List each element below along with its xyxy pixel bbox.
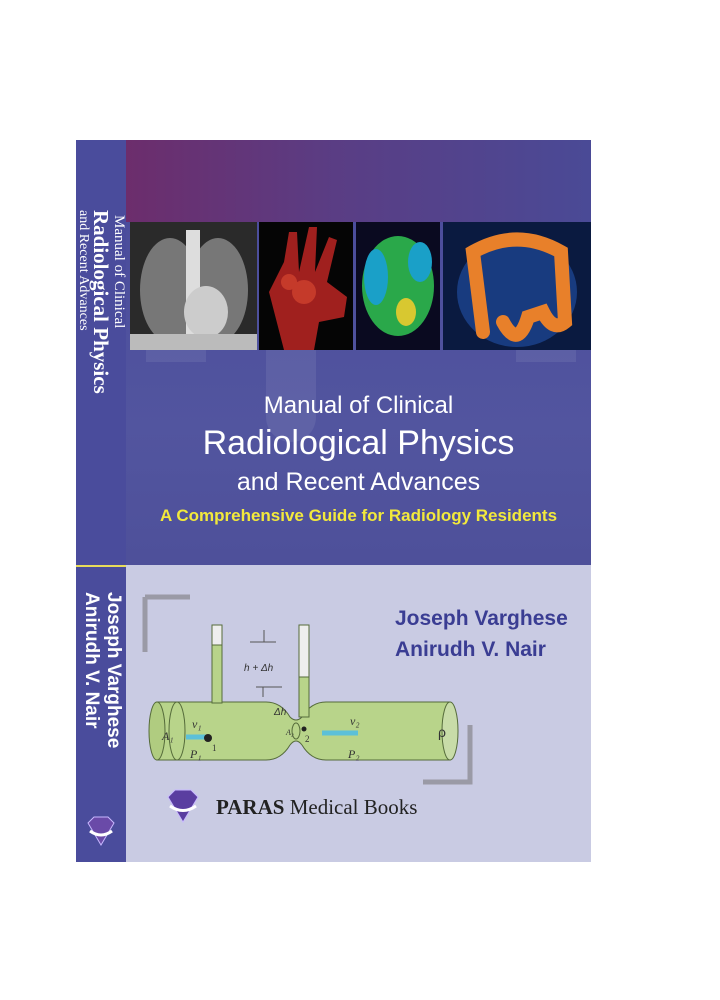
label-v2: v₂ [350,714,360,728]
label-v1: v₁ [192,717,202,731]
spine-divider [76,565,126,567]
subtitle: A Comprehensive Guide for Radiology Resi… [159,506,558,525]
title-line3: and Recent Advances [236,468,481,496]
spine-author2: Anirudh V. Nair [81,592,102,729]
label-rho: ρ [438,724,446,740]
authors: Joseph Varghese Anirudh V. Nair [395,607,568,662]
colon-render-image [443,222,591,350]
venturi-diagram: h + Δh Δh v₁ v₂ A₁ A₂ P₁ P₂ 1 2 ρ [142,594,473,785]
spine-title-line1: Manual of Clinical [111,215,127,329]
book-spine: Manual of Clinical Radiological Physics … [76,140,127,862]
publisher-logo-spine [87,816,115,846]
label-p2: P₂ [347,747,360,761]
author-2: Anirudh V. Nair [395,638,546,661]
chest-xray-image [130,222,257,350]
publisher-rest: Medical Books [284,795,418,819]
brain-map-image [356,222,440,350]
label-a1: A₁ [161,729,174,743]
hand-ct-image [259,222,353,350]
spine-title-line3: and Recent Advances [76,210,91,331]
publisher-logo [167,789,199,823]
publisher-name: PARAS Medical Books [216,795,417,820]
label-1: 1 [212,743,217,753]
spine-author1: Joseph Varghese [103,592,124,749]
label-h: h + Δh [244,663,274,674]
author-1: Joseph Varghese [395,607,568,630]
label-dh: Δh [273,707,287,718]
label-p1: P₁ [189,747,202,761]
label-a2: A₂ [285,728,294,737]
front-cover: Manual of Clinical Radiological Physics … [126,140,591,862]
title-line2: Radiological Physics [202,424,515,462]
spine-title-line2: Radiological Physics [89,210,113,394]
publisher-bold: PARAS [216,795,285,819]
title-line1: Manual of Clinical [263,392,454,419]
label-2: 2 [305,734,310,744]
top-band [126,140,591,222]
